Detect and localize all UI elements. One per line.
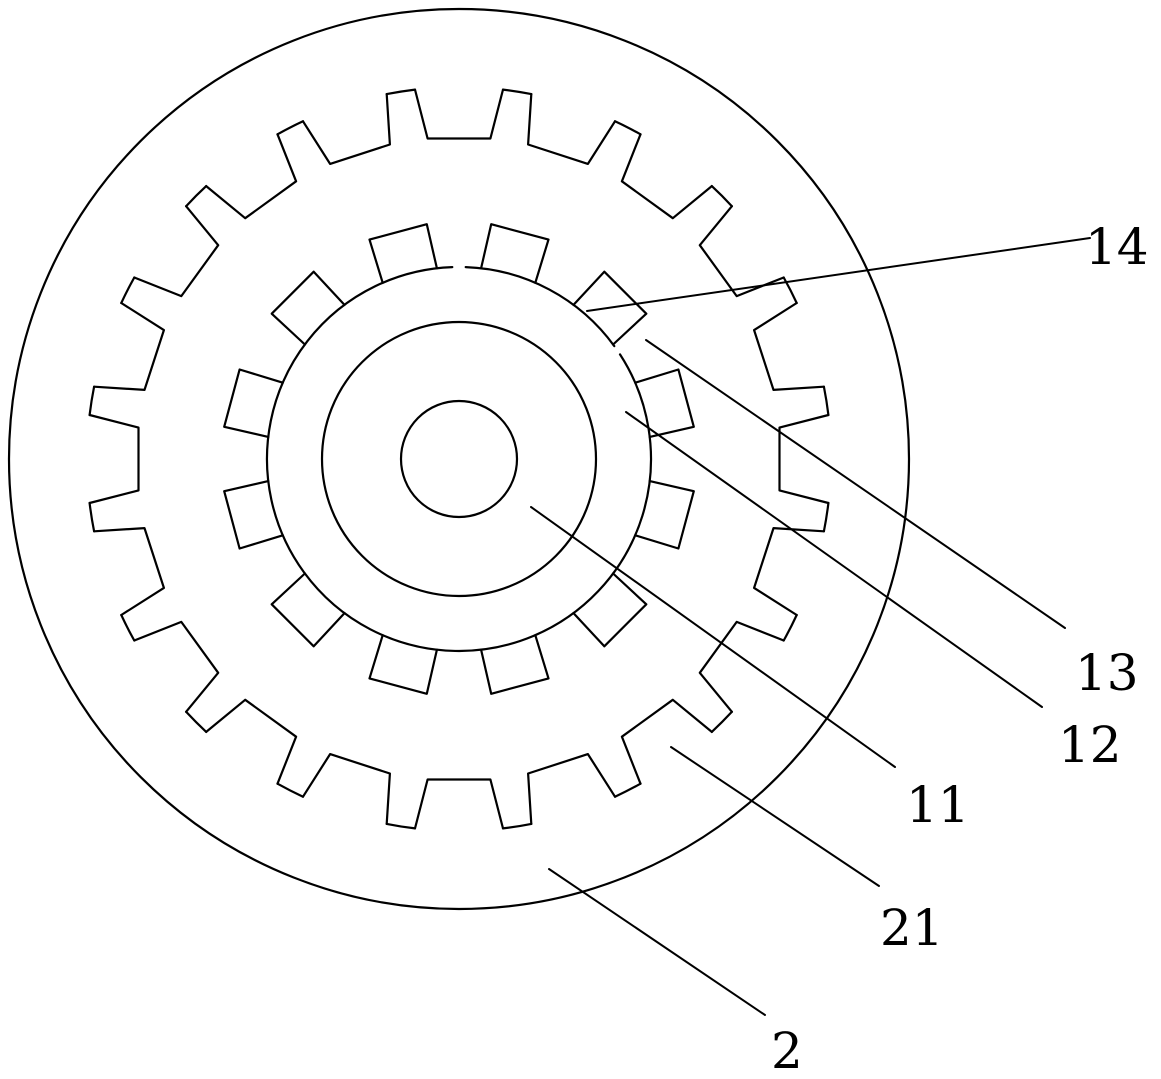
ring-tooth — [753, 301, 825, 391]
ring-arc-segment — [613, 120, 642, 136]
ring-arc-segment — [501, 822, 533, 830]
gear-tooth — [634, 480, 695, 550]
ring-tooth — [753, 527, 825, 617]
ring-tooth — [205, 698, 298, 785]
leader-line-12 — [625, 411, 1043, 708]
label-12: 12 — [1058, 716, 1122, 774]
ring-arc-segment — [501, 88, 533, 96]
ring-tooth — [620, 698, 713, 785]
label-14: 14 — [1085, 218, 1149, 276]
ring-arc-segment — [385, 88, 417, 96]
ring-arc-segment — [613, 782, 642, 798]
ring-arc-segment — [710, 185, 733, 208]
ring-tooth — [301, 93, 391, 165]
ring-tooth — [133, 620, 220, 713]
ring-tooth — [527, 753, 617, 825]
leader-line-21 — [670, 746, 880, 887]
ring-arc-segment — [385, 822, 417, 830]
ring-arc-segment — [710, 710, 733, 733]
ring-tooth — [93, 301, 165, 391]
ring-arc-segment — [185, 710, 208, 733]
leader-line-11 — [530, 506, 896, 768]
gear-tooth — [634, 368, 695, 438]
gear-teeth — [223, 223, 695, 695]
leader-line-2 — [548, 868, 766, 1016]
ring-arc-segment — [822, 501, 830, 533]
ring-arc-segment — [88, 501, 96, 533]
ring-tooth — [301, 753, 391, 825]
inner-circle — [320, 320, 598, 598]
gear-tooth — [368, 223, 438, 284]
ring-tooth — [133, 205, 220, 298]
inner-ring-teeth — [88, 88, 830, 830]
ring-arc-segment — [782, 613, 798, 642]
gear-tooth — [572, 572, 648, 648]
ring-tooth — [698, 620, 785, 713]
gear-tooth — [572, 270, 648, 346]
gear-tooth — [480, 634, 550, 695]
central-shaft — [399, 399, 519, 519]
ring-tooth — [93, 527, 165, 617]
ring-tooth — [778, 413, 830, 505]
ring-arc-segment — [276, 120, 305, 136]
ring-arc-segment — [185, 185, 208, 208]
gear-tooth — [223, 368, 284, 438]
label-11: 11 — [906, 776, 970, 834]
ring-arc-segment — [88, 385, 96, 417]
outer-housing-circle — [7, 7, 911, 911]
gear-tooth — [270, 572, 346, 648]
ring-arc-segment — [822, 385, 830, 417]
ring-tooth — [413, 88, 505, 140]
label-13: 13 — [1075, 644, 1139, 702]
gear-tooth — [270, 270, 346, 346]
label-2: 2 — [771, 1022, 803, 1079]
leader-line-14 — [586, 237, 1091, 312]
leader-line-13 — [645, 339, 1066, 629]
ring-arc-segment — [276, 782, 305, 798]
gear-tooth — [480, 223, 550, 284]
gear-outer-rim — [265, 266, 653, 653]
ring-tooth — [527, 93, 617, 165]
ring-tooth — [698, 205, 785, 298]
ring-arc-segment — [120, 276, 136, 305]
label-21: 21 — [880, 899, 944, 957]
ring-tooth — [620, 133, 713, 220]
ring-tooth — [413, 778, 505, 830]
ring-arc-segment — [120, 613, 136, 642]
gear-tooth — [368, 634, 438, 695]
ring-tooth — [88, 413, 140, 505]
ring-tooth — [205, 133, 298, 220]
gear-tooth — [223, 480, 284, 550]
